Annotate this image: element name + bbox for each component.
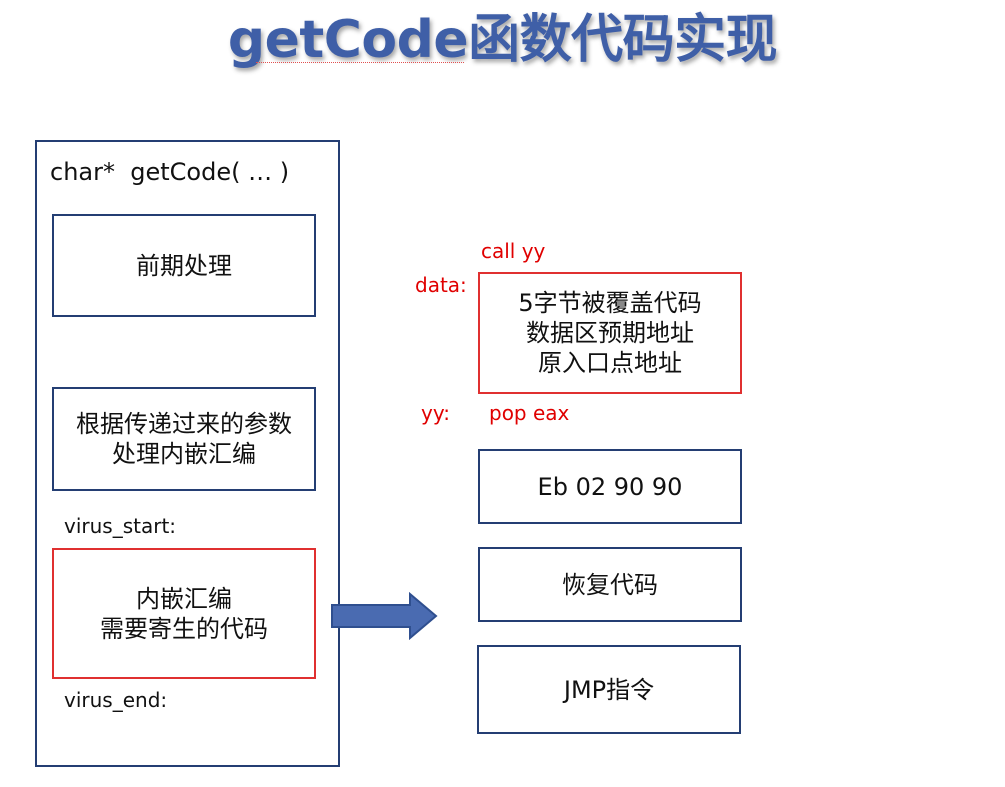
yy-label: yy: [421, 401, 450, 425]
asm-process-line-2: 处理内嵌汇编 [112, 440, 256, 468]
data-box-line-3: 原入口点地址 [538, 349, 682, 377]
data-label: data: [415, 273, 467, 297]
preprocess-box: 前期处理 [52, 214, 316, 317]
spellcheck-underline [256, 62, 464, 63]
bytes-box: Eb 02 90 90 [478, 449, 742, 524]
page-title: getCode函数代码实现 [227, 10, 778, 70]
virus-end-label: virus_end: [64, 688, 168, 712]
arrow-shape [331, 592, 438, 640]
virus-start-label: virus_start: [64, 514, 177, 538]
jmp-instruction-label: JMP指令 [563, 675, 655, 704]
pop-eax-label: pop eax [489, 401, 570, 425]
call-yy-label: call yy [481, 239, 546, 263]
asm-process-box: 根据传递过来的参数 处理内嵌汇编 [52, 387, 316, 491]
bytes-label: Eb 02 90 90 [537, 472, 683, 501]
data-box: 5字节被覆盖代码 数据区预期地址 原入口点地址 [478, 272, 742, 394]
data-box-line-2: 数据区预期地址 [526, 319, 694, 347]
restore-code-box: 恢复代码 [478, 547, 742, 622]
function-signature: char* getCode( … ) [50, 158, 290, 186]
right-arrow-icon [331, 592, 438, 640]
jmp-instruction-box: JMP指令 [477, 645, 741, 734]
parasite-code-line-2: 需要寄生的代码 [100, 614, 268, 643]
data-box-line-1: 5字节被覆盖代码 [518, 289, 702, 317]
restore-code-label: 恢复代码 [562, 570, 658, 599]
asm-process-line-1: 根据传递过来的参数 [76, 410, 292, 438]
getcode-function-frame [35, 140, 340, 767]
preprocess-label: 前期处理 [136, 251, 232, 280]
parasite-code-line-1: 内嵌汇编 [136, 584, 232, 613]
parasite-code-box: 内嵌汇编 需要寄生的代码 [52, 548, 316, 679]
